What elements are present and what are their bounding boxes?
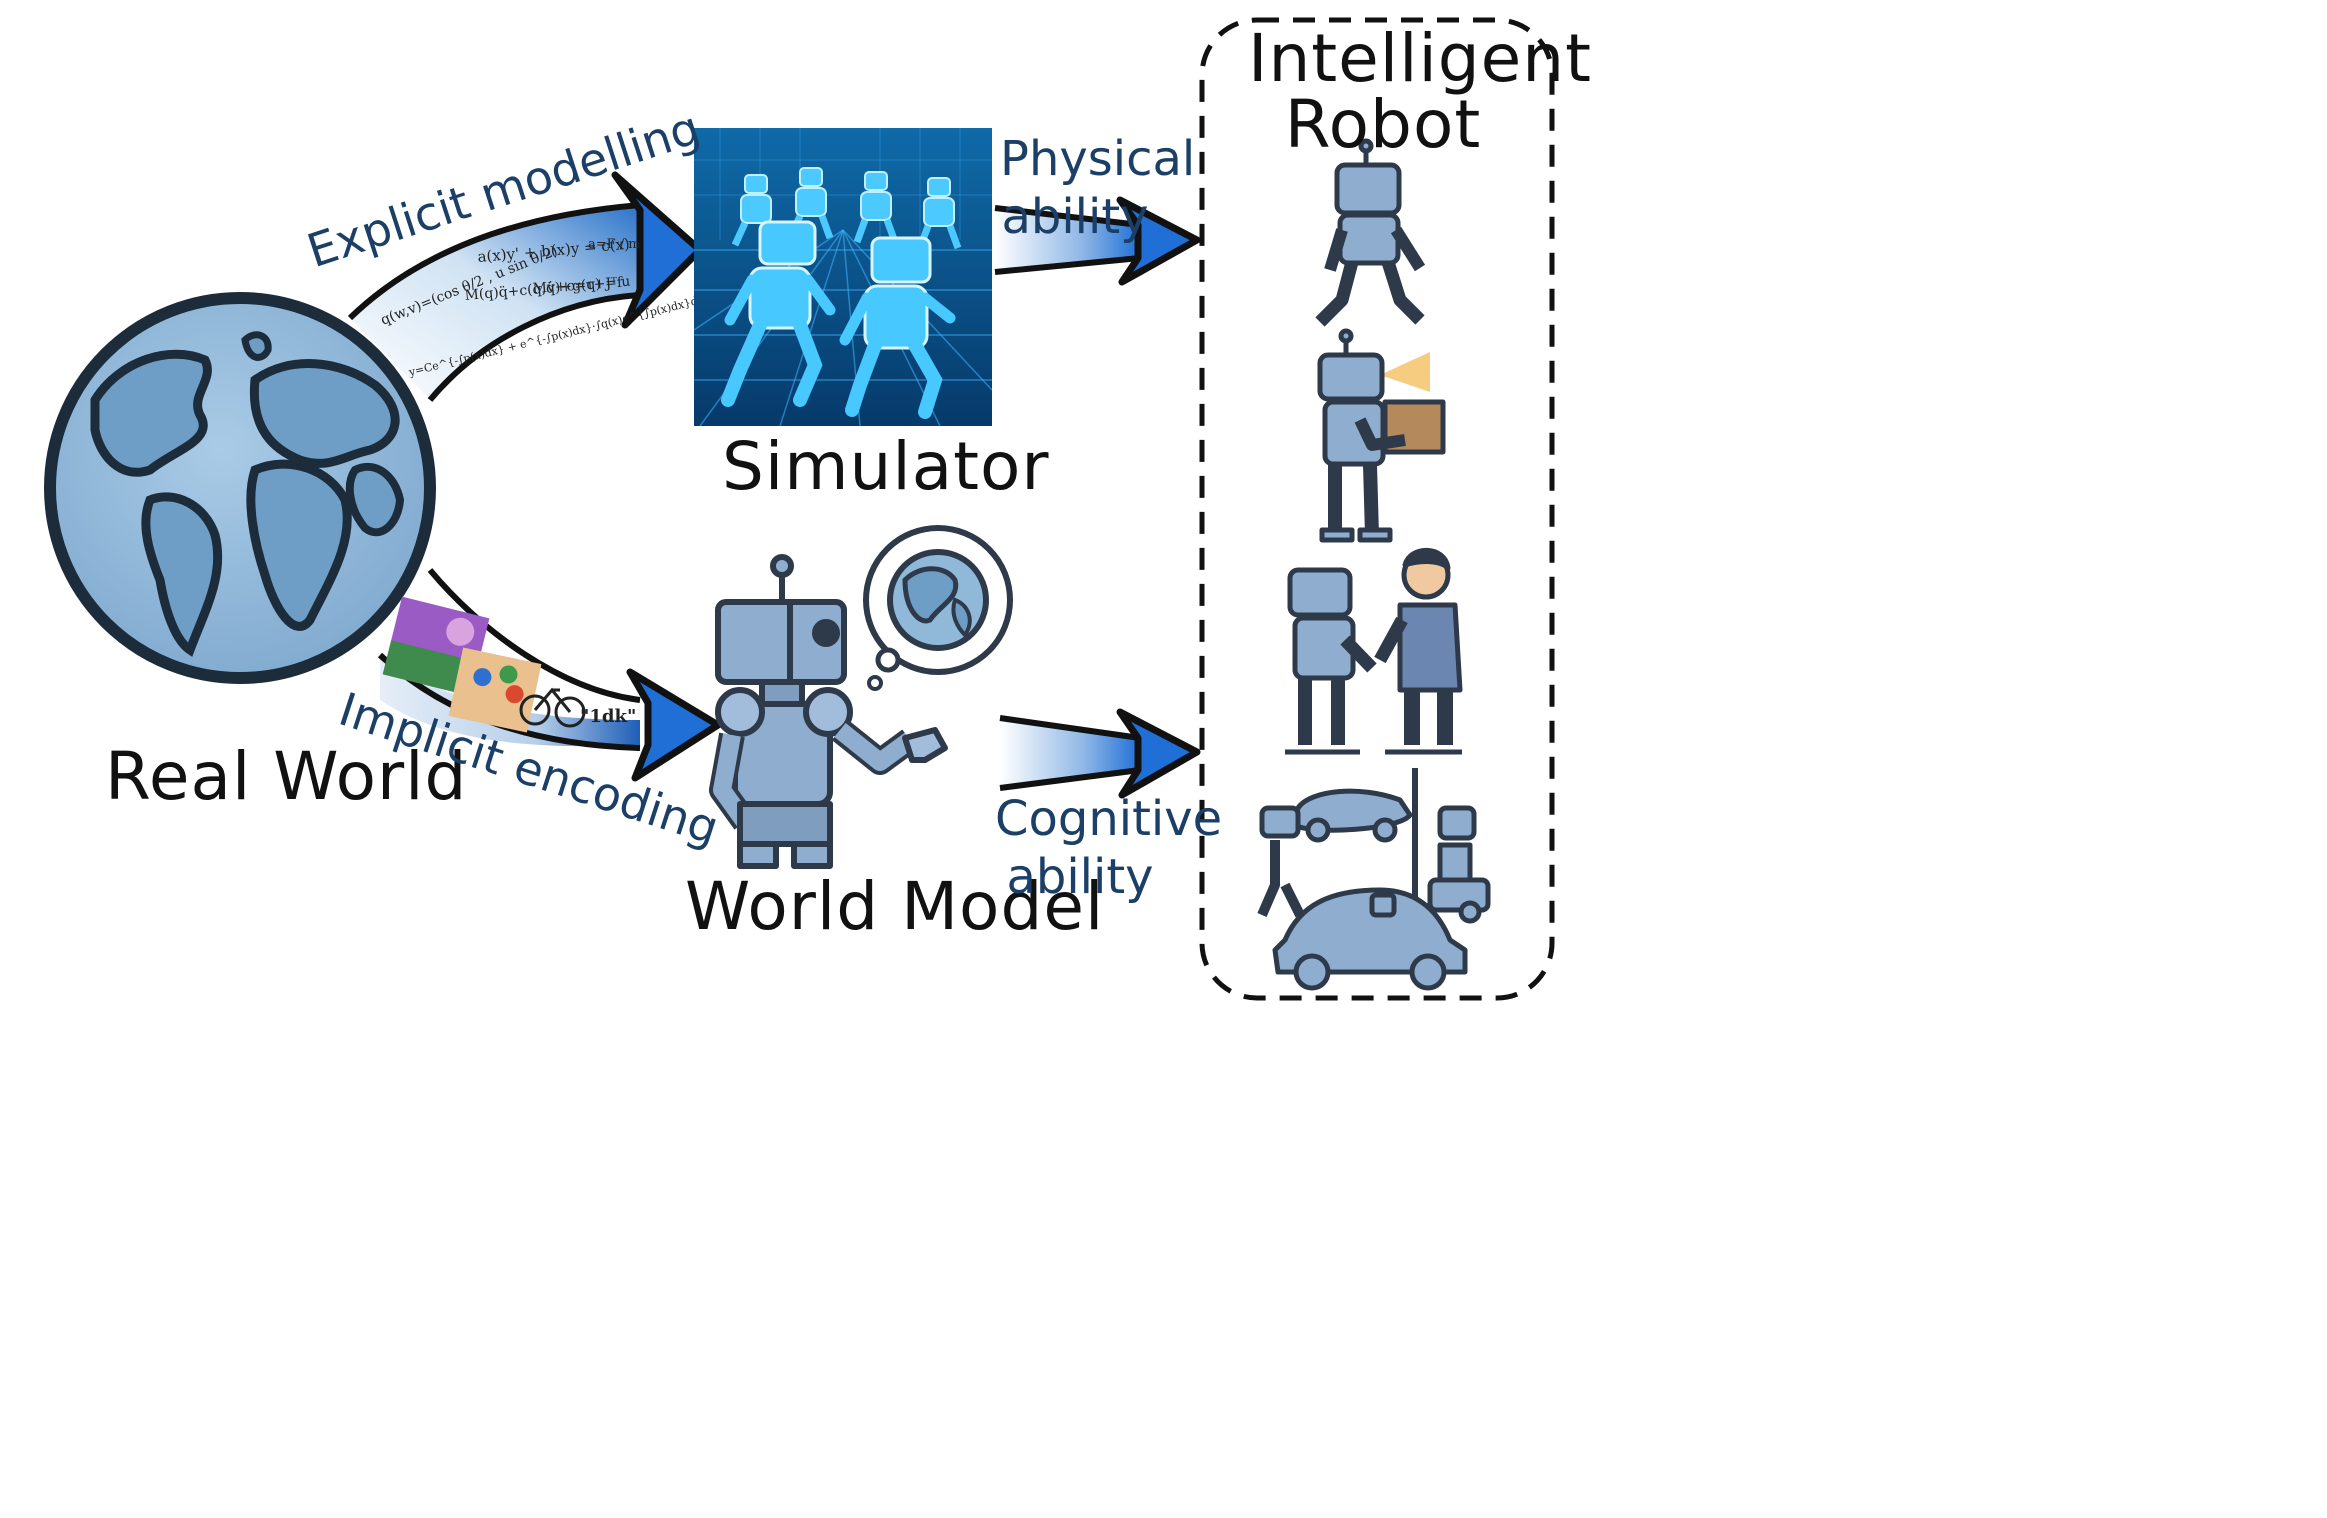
handshake-robot-icon <box>1285 547 1463 755</box>
cognitive-ability-line2: ability <box>1006 849 1154 905</box>
intelligent-robot-title: Intelligent Robot <box>1248 20 1592 163</box>
physical-ability-line2: ability <box>1001 189 1149 245</box>
cognitive-ability-arrow <box>999 708 1201 799</box>
equation: Mv̇+c=τ+Jᵀf <box>532 275 624 297</box>
cognitive-ability-label: Cognitive ability <box>995 790 1223 906</box>
cognitive-ability-line1: Cognitive <box>995 791 1223 847</box>
real-world-label: Real World <box>105 738 468 815</box>
explicit-modelling-arrow <box>347 171 704 402</box>
globe-icon <box>44 292 436 684</box>
svg-text:"1dk": "1dk" <box>580 706 636 727</box>
simulator-image <box>693 128 993 427</box>
physical-ability-line1: Physical <box>1000 131 1196 187</box>
bicycle-icon <box>519 687 586 728</box>
intelligent-robot-title-line1: Intelligent <box>1248 20 1592 97</box>
walking-robot-icon <box>1315 138 1426 327</box>
world-model-robot <box>709 554 948 869</box>
world-model-label: World Model <box>685 868 1105 945</box>
simulator-label: Simulator <box>722 428 1050 505</box>
intelligent-robot-title-line2: Robot <box>1284 86 1482 163</box>
equation: a=F / m <box>588 237 641 252</box>
image-data-thumbnails: "1dk" <box>382 596 636 733</box>
physical-ability-arrow <box>994 196 1201 286</box>
intelligent-robot-box <box>1199 17 1555 1001</box>
physical-ability-label: Physical ability <box>1000 130 1196 246</box>
thought-bubble-globe-icon <box>863 525 1013 691</box>
car-workshop-robots-icon <box>1257 768 1491 991</box>
carrying-robot-icon <box>1317 328 1446 543</box>
